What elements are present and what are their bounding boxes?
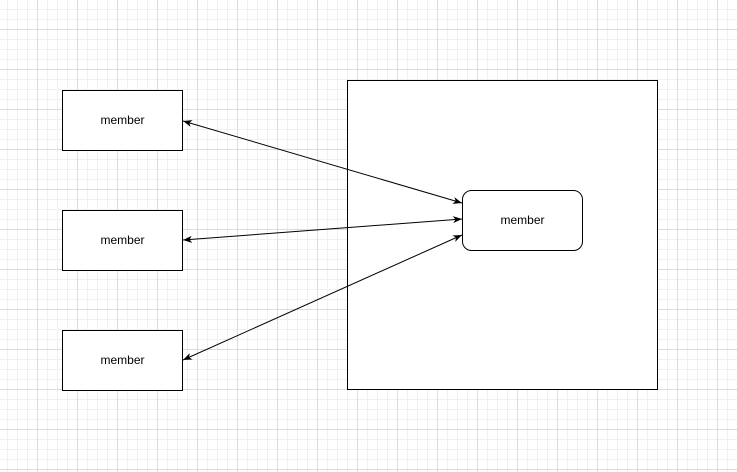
inner-member-node[interactable]: member (462, 190, 583, 251)
inner-member-node-label: member (500, 213, 544, 227)
member-node-2-label: member (100, 233, 144, 247)
connector-member-3[interactable] (182, 234, 463, 361)
member-node-3[interactable]: member (62, 330, 183, 391)
connector-member-1[interactable] (182, 120, 463, 204)
member-node-2[interactable]: member (62, 210, 183, 271)
member-node-1[interactable]: member (62, 90, 183, 151)
member-node-1-label: member (100, 113, 144, 127)
member-node-3-label: member (100, 353, 144, 367)
